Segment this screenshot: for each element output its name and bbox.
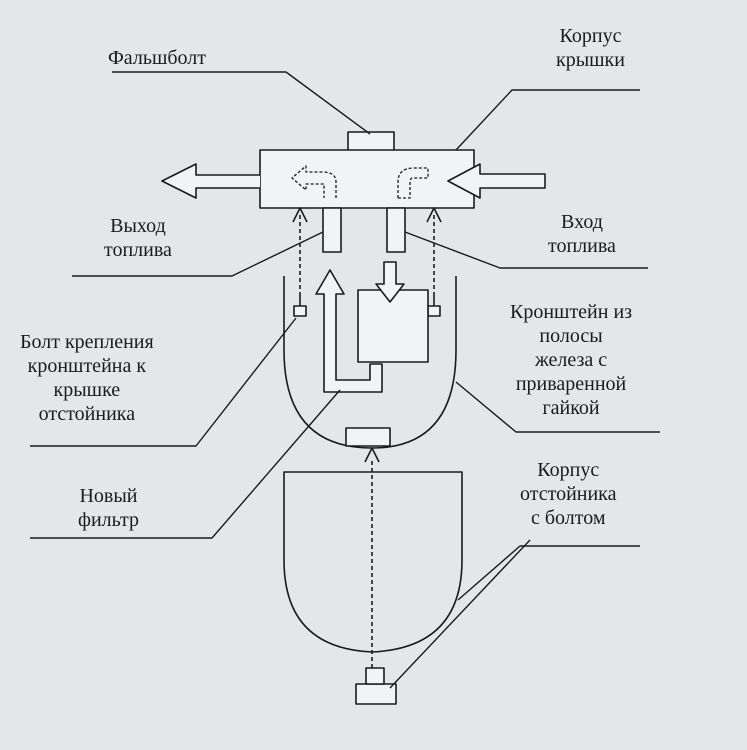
inlet-fitting: [386, 207, 406, 253]
cover-body-part: [259, 149, 475, 209]
leader-falshbolt: [112, 71, 371, 135]
sump-bolt-stem: [365, 667, 385, 685]
bracket-nut: [345, 427, 391, 447]
cover-channel-right: [397, 167, 429, 199]
label-fuel-out: Выход топлива: [104, 215, 172, 261]
label-bracket: Кронштейн из полосы железа с приваренной…: [510, 301, 633, 419]
fuel-out-arrow: [161, 163, 260, 199]
bracket-bolt-right: [427, 305, 441, 317]
bracket-bolt-left: [293, 305, 307, 317]
fuel-in-arrow: [447, 163, 546, 199]
leader-sump-bolt: [389, 539, 531, 689]
outlet-fitting: [322, 207, 342, 253]
filter-up-arrow: [315, 269, 383, 393]
sump-body-part: [283, 471, 463, 653]
label-new-filter: Новый фильтр: [78, 485, 139, 531]
label-sump-body: Корпус отстойника с болтом: [520, 459, 617, 529]
label-cover-body: Корпус крышки: [556, 25, 625, 71]
leader-fuel-out: [72, 231, 324, 277]
leader-new-filter: [30, 389, 341, 539]
label-fuel-in: Вход топлива: [548, 211, 616, 257]
cover-channel-left: [291, 165, 337, 198]
leader-cover-body: [455, 89, 640, 151]
label-falshbolt: Фальшболт: [108, 47, 206, 69]
leader-sump-body: [457, 545, 640, 601]
label-bracket-bolt: Болт крепления кронштейна к крышке отсто…: [20, 331, 154, 425]
filter-body: [357, 289, 429, 363]
filter-down-arrow: [375, 261, 405, 303]
falshbolt-part: [347, 131, 395, 153]
leader-fuel-in: [404, 231, 648, 269]
leader-bracket-bolt: [30, 317, 297, 447]
leader-bracket: [455, 381, 660, 433]
